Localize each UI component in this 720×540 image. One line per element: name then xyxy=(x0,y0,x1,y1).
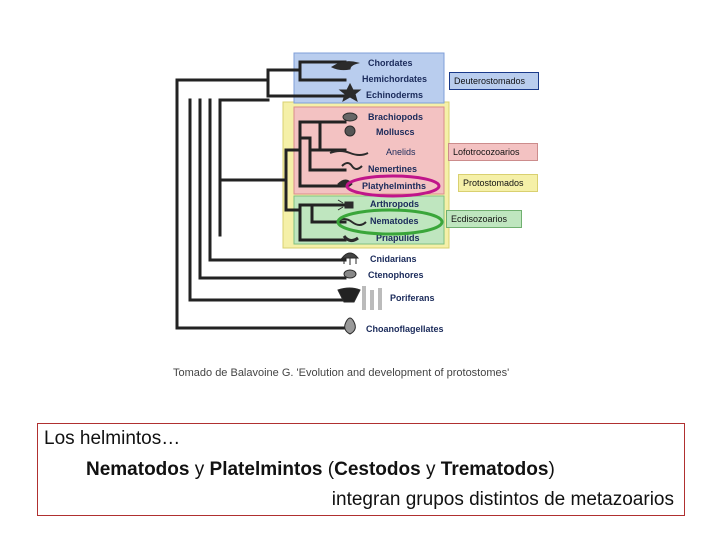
taxon-nemertines: Nemertines xyxy=(368,164,417,174)
taxon-echinoderms: Echinoderms xyxy=(366,90,423,100)
term-platelmintos: Platelmintos xyxy=(209,459,323,480)
animal-silhouettes xyxy=(329,61,382,335)
taxon-priapulids: Priapulids xyxy=(376,233,420,243)
summary-line-2: Nematodos y Platelmintos (Cestodos y Tre… xyxy=(86,459,555,481)
taxon-choanoflagellates: Choanoflagellates xyxy=(366,324,444,334)
summary-textbox: Los helmintos… Nematodos y Platelmintos … xyxy=(37,423,685,516)
conjunction-y-2: y xyxy=(425,459,436,480)
taxon-cnidarians: Cnidarians xyxy=(370,254,417,264)
phylogenetic-tree: Chordates Hemichordates Echinoderms Brac… xyxy=(175,52,450,335)
nematode-highlight-ring xyxy=(336,208,444,236)
taxon-chordates: Chordates xyxy=(368,58,413,68)
cnidarian-silhouette xyxy=(340,252,360,265)
brachiopod-silhouette xyxy=(342,112,358,122)
lophotrochozoans-label: Lofotrocozoarios xyxy=(448,143,538,161)
tree-branches xyxy=(175,60,352,330)
term-trematodos: Trematodos xyxy=(440,459,549,480)
deuterostomes-label: Deuterostomados xyxy=(449,72,539,90)
taxon-hemichordates: Hemichordates xyxy=(362,74,427,84)
taxon-poriferans: Poriferans xyxy=(390,293,435,303)
mollusc-silhouette xyxy=(344,125,356,137)
paren-open: ( xyxy=(327,459,335,480)
summary-line-1: Los helmintos… xyxy=(44,428,181,449)
ecdysozoans-label: Ecdisozoarios xyxy=(446,210,522,228)
ctenophore-silhouette xyxy=(343,269,357,279)
paren-close: ) xyxy=(548,459,555,480)
summary-line-3: integran grupos distintos de metazoarios xyxy=(331,489,674,510)
arthropod-silhouette xyxy=(337,199,354,211)
taxon-arthropods: Arthropods xyxy=(370,199,419,209)
chordate-silhouette xyxy=(331,61,360,71)
anelid-silhouette xyxy=(329,150,369,156)
choanoflagellate-silhouette xyxy=(344,317,356,335)
priapulid-silhouette xyxy=(342,235,359,243)
source-caption: Tomado de Balavoine G. 'Evolution and de… xyxy=(173,367,510,379)
platyhelminth-highlight-ring xyxy=(345,174,441,198)
taxon-brachiopods: Brachiopods xyxy=(368,112,423,122)
ecdysozoan-region xyxy=(293,195,445,245)
conjunction-y-1: y xyxy=(194,459,205,480)
protostomes-label: Protostomados xyxy=(458,174,538,192)
poriferan-tube-silhouette xyxy=(362,286,382,310)
poriferan-silhouette xyxy=(337,287,361,303)
term-nematodos: Nematodos xyxy=(86,459,190,480)
taxon-molluscs: Molluscs xyxy=(376,127,415,137)
taxon-nematodes: Nematodes xyxy=(370,216,419,226)
taxon-platyhelminths: Platyhelminths xyxy=(362,181,426,191)
taxon-ctenophores: Ctenophores xyxy=(368,270,424,280)
taxon-anelids: Anelids xyxy=(386,147,416,157)
term-cestodos: Cestodos xyxy=(334,459,421,480)
echinoderm-silhouette xyxy=(338,82,362,103)
nemertine-silhouette xyxy=(341,162,363,170)
